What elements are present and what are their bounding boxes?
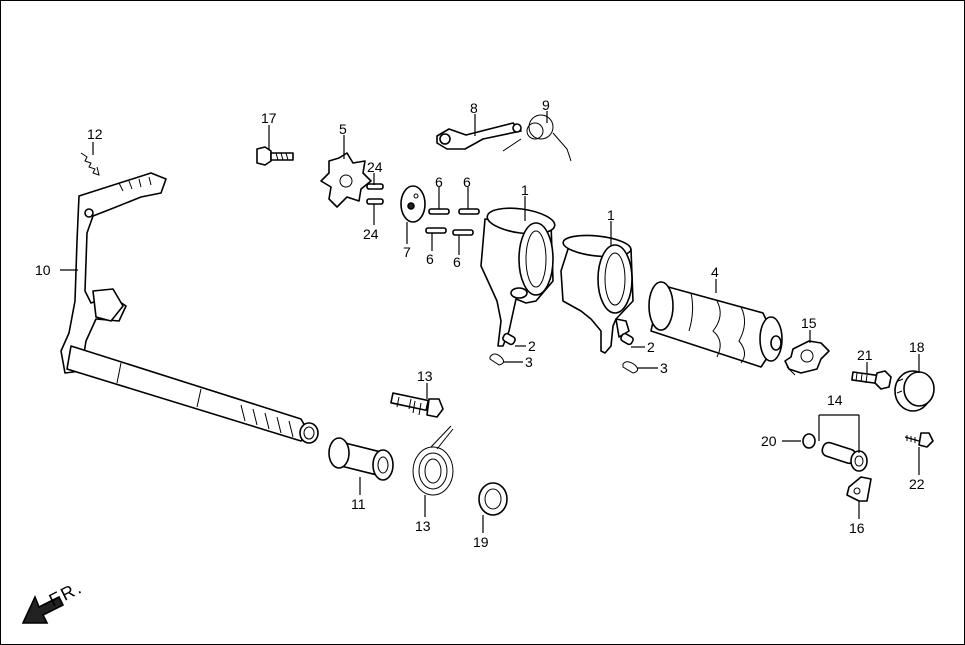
callout-5: 5 — [339, 121, 347, 137]
collar-part-11 — [328, 437, 394, 481]
dowel-pins-24 — [366, 183, 384, 205]
stopper-arm-spring-part — [502, 114, 572, 162]
oil-seal-part-20 — [478, 482, 508, 516]
shift-drum-cam-part — [784, 340, 830, 376]
callout-6-a: 6 — [435, 174, 443, 190]
callout-7: 7 — [403, 244, 411, 260]
front-label: FR. — [46, 577, 86, 611]
callout-3-right: 3 — [660, 360, 668, 376]
callout-1-left: 1 — [521, 182, 529, 198]
callout-11: 11 — [351, 496, 366, 512]
shift-drum-pins-6 — [425, 208, 480, 236]
callout-6-b: 6 — [463, 174, 471, 190]
callout-12: 12 — [87, 126, 103, 142]
callout-19: 18 — [909, 339, 925, 355]
shift-drum-plate-part — [400, 185, 426, 223]
screw-part-23 — [904, 432, 934, 448]
gearshift-spindle-part — [60, 172, 319, 444]
bolt-part-22 — [851, 370, 892, 390]
callout-20: 19 — [473, 534, 489, 550]
front-direction-indicator: FR. — [21, 577, 86, 624]
callout-15: 14 — [827, 392, 843, 408]
return-spring-small-part — [80, 152, 100, 176]
pivot-bolt-part-15 — [821, 441, 868, 472]
o-ring-part-21 — [802, 433, 816, 449]
callout-13: 13 — [415, 518, 431, 534]
leader-lines — [60, 111, 920, 533]
callout-18: 17 — [261, 110, 277, 126]
callout-2-right: 2 — [647, 339, 655, 355]
plug-cap-part-19 — [894, 370, 935, 412]
callout-2-left: 2 — [528, 338, 536, 354]
bolt-part-18 — [256, 146, 294, 166]
stopper-arm-part — [436, 122, 522, 150]
shift-link-part-17 — [846, 476, 872, 502]
front-arrow-icon — [21, 594, 65, 624]
cotter-pins-3 — [489, 353, 639, 374]
callout-24-top: 24 — [367, 159, 383, 175]
callout-6-c: 6 — [426, 251, 434, 267]
shift-drum-part — [648, 281, 783, 368]
return-spring-part-13 — [412, 425, 454, 496]
shift-fork-right-part — [560, 234, 634, 354]
callout-labels: 12 10 17 5 24 24 7 6 6 6 6 8 9 1 1 2 3 2… — [35, 97, 925, 550]
callout-8: 8 — [470, 100, 478, 116]
callout-22: 21 — [857, 347, 873, 363]
callout-1-right: 1 — [607, 207, 615, 223]
callout-14: 13 — [417, 368, 433, 384]
callout-3-left: 3 — [525, 354, 533, 370]
callout-24-bottom: 24 — [363, 226, 379, 242]
guide-pins-2 — [502, 332, 634, 346]
shift-fork-left-part — [480, 207, 556, 347]
callout-9: 9 — [542, 97, 550, 113]
callout-21: 20 — [761, 433, 777, 449]
callout-4: 4 — [711, 264, 719, 280]
callout-17: 16 — [849, 520, 865, 536]
callout-10: 10 — [35, 262, 51, 278]
stopper-plate-part — [320, 152, 372, 208]
bolt-part-14 — [390, 392, 444, 418]
callout-16: 15 — [801, 315, 817, 331]
callout-6-d: 6 — [453, 254, 461, 270]
callout-23: 22 — [909, 476, 925, 492]
